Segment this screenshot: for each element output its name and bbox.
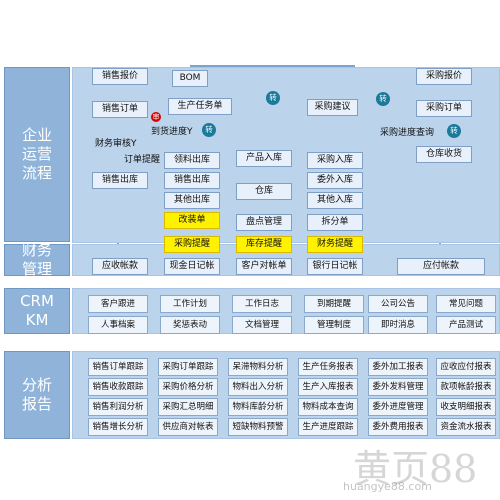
label-order-reminder: 订单提醒 (124, 155, 161, 165)
turn-icon-4: 转 (447, 124, 461, 138)
crm-item[interactable]: 工作计划 (160, 295, 220, 313)
report-item[interactable]: 委外加工报表 (368, 358, 428, 376)
node-other-outbound[interactable]: 其他出库 (164, 192, 220, 209)
report-item[interactable]: 销售增长分析 (88, 418, 148, 436)
report-item[interactable]: 资金流水报表 (436, 418, 496, 436)
node-sales-outbound[interactable]: 销售出库 (92, 172, 148, 189)
crm-item[interactable]: 文档管理 (232, 316, 292, 334)
section-finance: 财务 管理 (4, 241, 70, 278)
node-payable[interactable]: 应付帐款 (397, 258, 485, 275)
crm-item[interactable]: 奖惩表动 (160, 316, 220, 334)
report-item[interactable]: 委外发料管理 (368, 378, 428, 396)
report-item[interactable]: 销售利润分析 (88, 398, 148, 416)
report-item[interactable]: 销售订单跟踪 (88, 358, 148, 376)
report-item[interactable]: 短缺物料预警 (228, 418, 288, 436)
node-bom[interactable]: BOM (172, 70, 208, 87)
report-item[interactable]: 采购汇总明细 (158, 398, 218, 416)
report-item[interactable]: 物料成本查询 (298, 398, 358, 416)
node-cash-journal[interactable]: 现金日记帐 (164, 258, 220, 275)
crm-item[interactable]: 产品测试 (436, 316, 496, 334)
crm-item[interactable]: 到期提醒 (304, 295, 364, 313)
node-split-order[interactable]: 拆分单 (307, 214, 363, 231)
node-purchase-quote[interactable]: 采购报价 (416, 68, 472, 85)
node-material-outbound[interactable]: 领料出库 (164, 152, 220, 169)
node-purchase-suggest[interactable]: 采购建议 (307, 99, 358, 116)
approval-dot: 审 (151, 112, 161, 122)
node-bank-journal[interactable]: 银行日记帐 (307, 258, 363, 275)
turn-icon-2: 转 (202, 123, 216, 137)
label-purchase-progress: 采购进度查询 (380, 128, 435, 138)
report-item[interactable]: 采购价格分析 (158, 378, 218, 396)
node-production-task[interactable]: 生产任务单 (168, 98, 232, 115)
report-item[interactable]: 采购订单跟踪 (158, 358, 218, 376)
node-customer-bill[interactable]: 客户对帐单 (236, 258, 292, 275)
crm-item[interactable]: 人事档案 (88, 316, 148, 334)
report-item[interactable]: 应收应付报表 (436, 358, 496, 376)
node-purchase-alert[interactable]: 采购提醒 (164, 236, 220, 253)
section-crm: CRM KM (4, 288, 70, 334)
crm-item[interactable]: 客户跟进 (88, 295, 148, 313)
node-finance-alert[interactable]: 财务提醒 (307, 236, 363, 253)
node-other-inbound[interactable]: 其他入库 (307, 192, 363, 209)
node-modify-order[interactable]: 改装单 (164, 212, 220, 229)
node-receivable[interactable]: 应收帐款 (92, 258, 148, 275)
report-item[interactable]: 款项帐龄报表 (436, 378, 496, 396)
node-product-inbound[interactable]: 产品入库 (236, 150, 292, 167)
crm-item[interactable]: 公司公告 (368, 295, 428, 313)
node-warehouse[interactable]: 仓库 (236, 183, 292, 200)
report-item[interactable]: 生产任务报表 (298, 358, 358, 376)
label-finance-review: 财务审核Y (95, 139, 137, 149)
crm-item[interactable]: 管理制度 (304, 316, 364, 334)
node-inventory-manage[interactable]: 盘点管理 (236, 214, 292, 231)
watermark-url: huangye88.com (343, 480, 432, 493)
node-purchase-order[interactable]: 采购订单 (416, 100, 472, 117)
report-item[interactable]: 物料库龄分析 (228, 398, 288, 416)
report-item[interactable]: 生产进度跟踪 (298, 418, 358, 436)
label-delivery-progress: 到货进度Y (151, 127, 193, 137)
node-outsourced-inbound[interactable]: 委外入库 (307, 172, 363, 189)
crm-item[interactable]: 即时消息 (368, 316, 428, 334)
report-item[interactable]: 供应商对帐表 (158, 418, 218, 436)
report-item[interactable]: 委外费用报表 (368, 418, 428, 436)
turn-icon-3: 转 (376, 92, 390, 106)
report-item[interactable]: 物料出入分析 (228, 378, 288, 396)
node-stock-alert[interactable]: 库存提醒 (236, 236, 292, 253)
turn-icon-1: 转 (266, 91, 280, 105)
report-item[interactable]: 销售收款跟踪 (88, 378, 148, 396)
node-warehouse-receive[interactable]: 仓库收货 (416, 146, 472, 163)
watermark-logo: 黄页88 (353, 447, 478, 491)
node-sales-quote[interactable]: 销售报价 (92, 68, 148, 85)
node-purchase-inbound[interactable]: 采购入库 (307, 152, 363, 169)
report-item[interactable]: 收支明细报表 (436, 398, 496, 416)
section-analysis: 分析 报告 (4, 351, 70, 439)
node-sales-order[interactable]: 销售订单 (92, 101, 148, 118)
crm-item[interactable]: 常见问题 (436, 295, 496, 313)
node-sales-outbound-2[interactable]: 销售出库 (164, 172, 220, 189)
report-item[interactable]: 生产入库报表 (298, 378, 358, 396)
report-item[interactable]: 委外进度管理 (368, 398, 428, 416)
section-enterprise: 企业 运营 流程 (4, 67, 70, 242)
crm-item[interactable]: 工作日志 (232, 295, 292, 313)
report-item[interactable]: 呆滞物料分析 (228, 358, 288, 376)
